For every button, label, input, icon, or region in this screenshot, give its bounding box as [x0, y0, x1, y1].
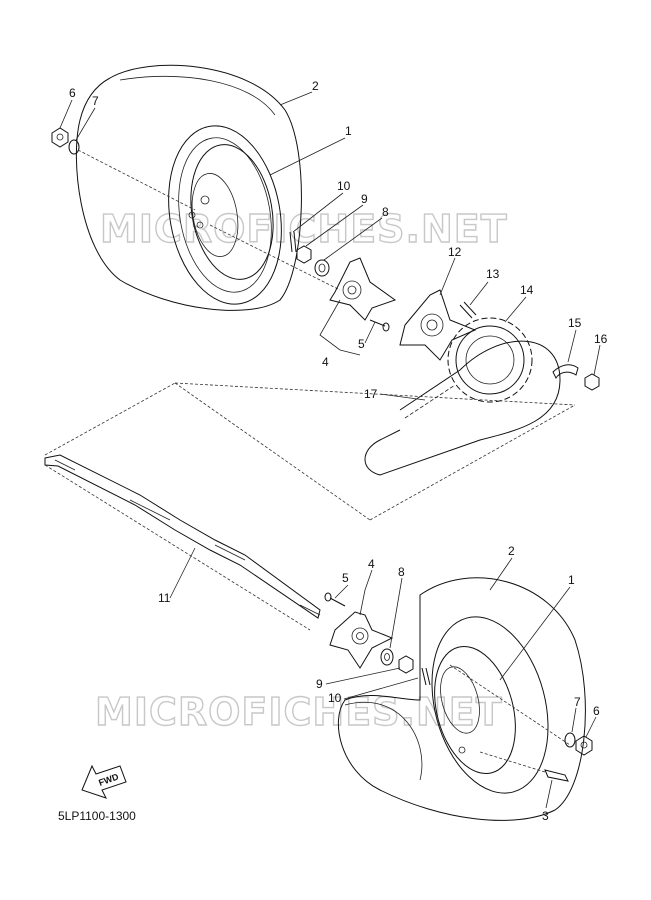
watermark-bottom: MICROFICHES.NET: [95, 690, 503, 734]
fwd-arrow-icon: [81, 764, 127, 799]
callout-10-bottom: 10: [328, 691, 342, 705]
bottom-wheel-rim: [434, 645, 516, 775]
watermark-top: MICROFICHES.NET: [100, 207, 508, 251]
castle-nut-9-bottom: [398, 655, 414, 674]
callout-17: 17: [364, 387, 378, 401]
sprocket-hub-12: [399, 289, 477, 361]
nut-16: [584, 373, 600, 391]
castle-nut-9-top: [296, 245, 312, 264]
bottom-tire: [337, 577, 586, 821]
callout-10-top: 10: [337, 179, 351, 193]
callout-2-top: 2: [312, 79, 319, 93]
valve-3: [544, 769, 569, 782]
callout-7-bottom: 7: [574, 695, 581, 709]
callout-14: 14: [520, 283, 534, 297]
callout-8-bottom: 8: [398, 565, 405, 579]
rear-axle-11: [44, 454, 321, 619]
callout-4-top: 4: [322, 355, 329, 369]
bottom-washer-7: [564, 732, 576, 748]
callout-2-bottom: 2: [508, 544, 515, 558]
axle-guide-line-top: [44, 382, 176, 456]
callout-9-bottom: 9: [316, 677, 323, 691]
top-washer-7: [68, 139, 80, 155]
guide-15: [552, 364, 579, 379]
bottom-nut-6: [575, 735, 593, 756]
top-axis-line-left: [77, 149, 196, 211]
callout-6-bottom: 6: [593, 704, 600, 718]
bolt-5-bottom: [324, 592, 346, 607]
cotter-pin-10-top: [289, 231, 297, 253]
chain-guide-line-1: [174, 382, 576, 406]
bolt-13: [459, 301, 477, 319]
cotter-pin-10-bottom: [421, 667, 431, 686]
callout-6-top: 6: [69, 86, 76, 100]
sprocket-14: [447, 317, 533, 403]
chain-guide-line-2: [174, 382, 371, 521]
callout-3-bottom: 3: [542, 809, 549, 823]
chain-guide-line-3: [369, 404, 576, 521]
washer-8-top: [314, 259, 330, 277]
bottom-axis-line-right: [449, 664, 571, 746]
top-nut-6: [51, 127, 69, 148]
top-axis-line-right: [209, 224, 341, 291]
top-wheel-rim: [188, 144, 274, 280]
callout-5-bottom: 5: [342, 571, 349, 585]
callout-11: 11: [158, 591, 171, 605]
washer-8-bottom: [380, 648, 394, 666]
callout-12: 12: [448, 245, 462, 259]
hub-4-bottom: [329, 611, 394, 669]
bolt-5-top: [369, 319, 390, 332]
top-tire: [75, 64, 302, 311]
callout-1-top: 1: [345, 124, 352, 138]
callout-16: 16: [594, 332, 608, 346]
callout-15: 15: [568, 316, 582, 330]
bottom-valve-line: [479, 751, 546, 773]
callout-8-top: 8: [382, 205, 389, 219]
axle-guide-line-bottom: [44, 464, 311, 631]
callout-1-bottom: 1: [568, 573, 575, 587]
callout-13: 13: [486, 267, 500, 281]
chain-17: [364, 340, 561, 476]
hub-4-top: [329, 257, 397, 321]
callout-4-bottom: 4: [368, 557, 375, 571]
callout-7-top: 7: [92, 94, 99, 108]
callout-5-top: 5: [358, 337, 365, 351]
diagram-code: 5LP1100-1300: [58, 809, 136, 823]
leader-lines: [59, 91, 601, 809]
callout-9-top: 9: [361, 192, 368, 206]
